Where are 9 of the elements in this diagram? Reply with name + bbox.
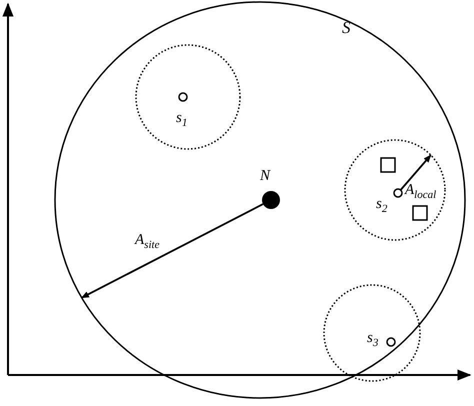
set-label: S [342,20,350,36]
edge-label: A$_{site}$ [135,232,160,253]
site-label: s$_{2}$ [376,196,388,217]
site-label: s$_{3}$ [367,330,378,351]
edge-label: A$_{local}$ [405,182,436,203]
site-label: s$_{1}$ [176,110,188,131]
arrow [81,203,264,298]
arrow [400,154,432,191]
node-label: N [260,168,270,184]
